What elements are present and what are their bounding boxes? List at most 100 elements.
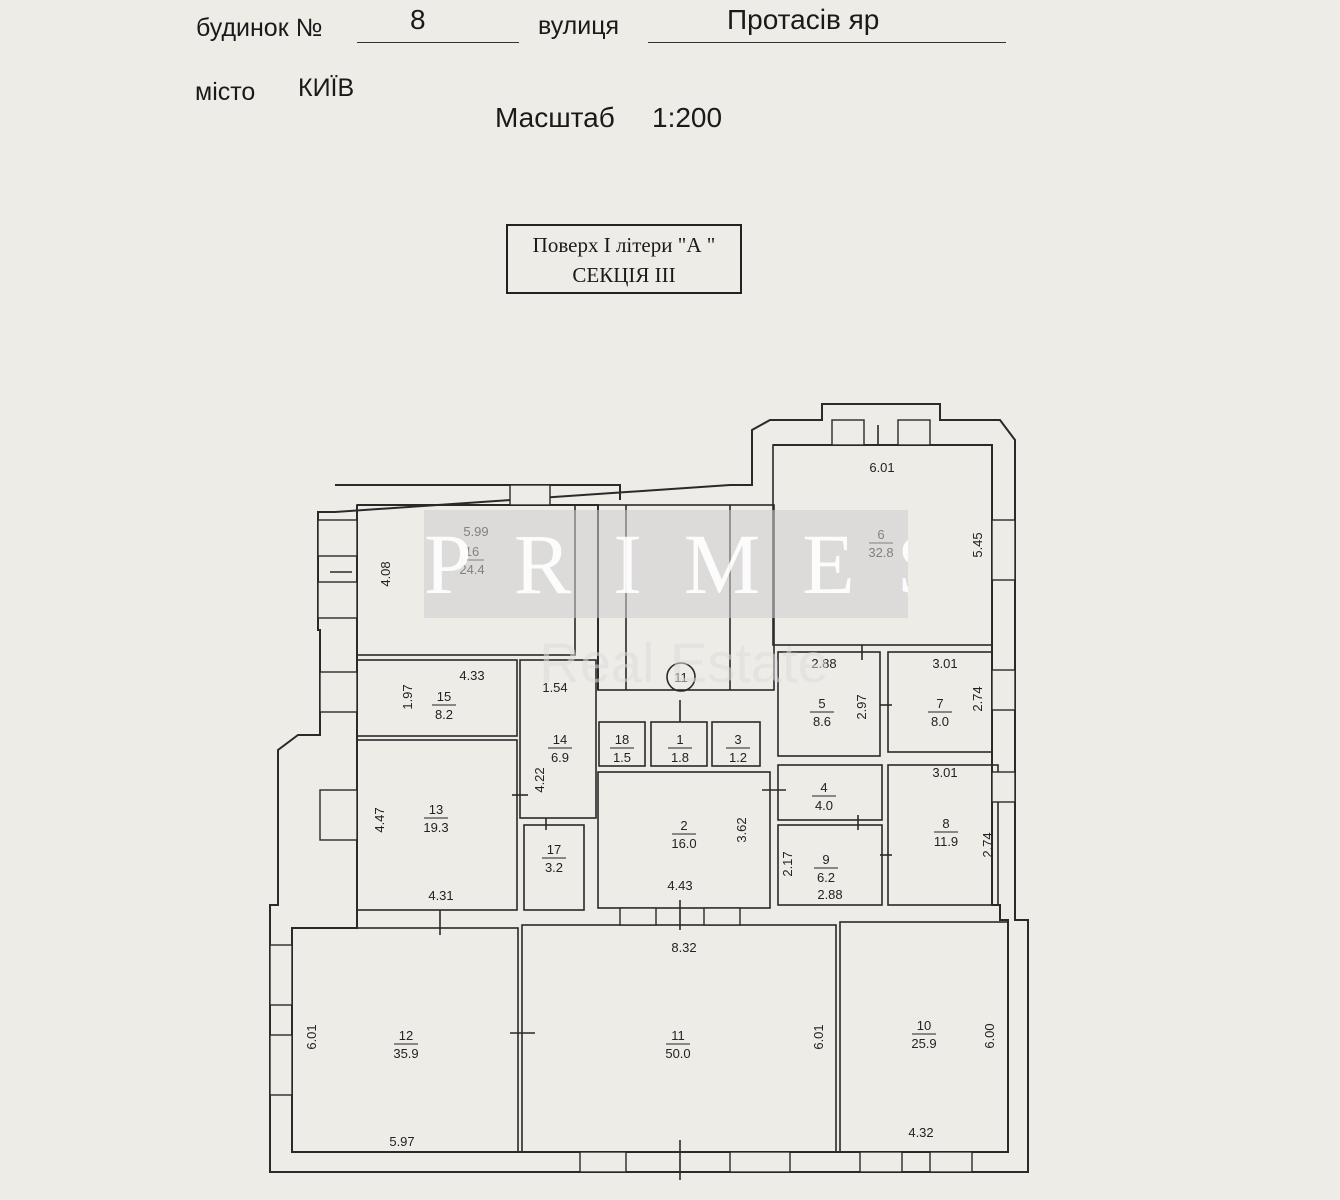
room-number: 2 (680, 818, 687, 833)
dimension-label: 2.88 (811, 656, 836, 671)
room-number: 1 (676, 732, 683, 747)
room-18-outline (598, 721, 646, 767)
dimension-label: 3.01 (932, 765, 957, 780)
window (729, 1151, 791, 1173)
dimension-label: 4.32 (908, 1125, 933, 1140)
room-1-outline (650, 721, 708, 767)
room-number: 10 (917, 1018, 931, 1033)
room-number: 18 (615, 732, 629, 747)
window (991, 669, 1016, 711)
dimension-label: 6.00 (982, 1023, 997, 1048)
room-area: 4.0 (815, 798, 833, 813)
room-label: 13 19.3 (423, 802, 448, 835)
window (317, 581, 358, 619)
window (509, 484, 551, 506)
room-label: 11.8 (668, 732, 692, 765)
room-label: 44.0 (812, 780, 836, 813)
room-label: 78.0 (928, 696, 952, 729)
window (619, 907, 657, 926)
room-area: 8.0 (931, 714, 949, 729)
dimension-label: 5.45 (970, 532, 985, 557)
street-name-underline (648, 42, 1006, 43)
window (859, 1151, 903, 1173)
room-label: 216.0 (671, 818, 696, 851)
window (991, 771, 1016, 803)
window (991, 519, 1016, 581)
floor-title-line2: СЕКЦІЯ III (572, 263, 676, 287)
room-11-outline (521, 924, 837, 1153)
room-area: 16.0 (671, 836, 696, 851)
floor-title-box: Поверх I літери "А " СЕКЦІЯ III (506, 224, 742, 294)
room-area: 8.2 (435, 707, 453, 722)
room-number: 7 (936, 696, 943, 711)
dimension-label: 4.43 (667, 878, 692, 893)
room-area: 1.8 (671, 750, 689, 765)
dimension-label: 2.74 (970, 686, 985, 711)
room-number: 13 (429, 802, 443, 817)
watermark-brand: PRIMES (424, 510, 908, 618)
dimension-label: 2.88 (817, 887, 842, 902)
house-number: 8 (410, 4, 426, 35)
house-number-underline (357, 42, 519, 43)
dimension-label: 6.01 (811, 1024, 826, 1049)
room-area: 50.0 (665, 1046, 690, 1061)
room-4-outline (777, 764, 883, 821)
dimension-label: 1.54 (542, 680, 567, 695)
dimension-label: 6.01 (304, 1024, 319, 1049)
dimension-label: 6.01 (869, 460, 894, 475)
dimension-label: 4.31 (428, 888, 453, 903)
window (703, 907, 741, 926)
room-area: 1.2 (729, 750, 747, 765)
dimension-label: 2.97 (854, 694, 869, 719)
dimension-label: 4.22 (532, 767, 547, 792)
window (897, 419, 931, 446)
window (579, 1151, 627, 1173)
room-label: 173.2 (542, 842, 566, 875)
room-14-outline (519, 659, 597, 819)
window (929, 1151, 973, 1173)
room-number: 12 (399, 1028, 413, 1043)
room-number: 17 (547, 842, 561, 857)
room-number: 9 (822, 852, 829, 867)
window (831, 419, 865, 446)
city-name: КИЇВ (298, 74, 355, 102)
dimension-label: 2.17 (780, 851, 795, 876)
dimension-label: 8.32 (671, 940, 696, 955)
dimension-label: 4.47 (372, 807, 387, 832)
room-17-outline (523, 824, 585, 911)
street-label: вулиця (538, 12, 620, 40)
room-area: 3.2 (545, 860, 563, 875)
room-area: 6.2 (817, 870, 835, 885)
stair-label: 11 (674, 670, 688, 685)
room-number: 8 (942, 816, 949, 831)
room-label: 158.2 (432, 689, 456, 722)
room-number: 3 (734, 732, 741, 747)
window (269, 944, 293, 1006)
dimension-label: 1.97 (400, 684, 415, 709)
room-number: 14 (553, 732, 567, 747)
room-label: 12 35.9 (393, 1028, 418, 1061)
room-area: 35.9 (393, 1046, 418, 1061)
room-area: 11.9 (934, 834, 958, 849)
outer-wall-outer (269, 403, 1029, 1173)
window (269, 1034, 293, 1096)
room-8-outline (887, 764, 999, 906)
city-label: місто (195, 78, 256, 106)
room-label: 58.6 (810, 696, 834, 729)
room-label: 811.9 (934, 816, 958, 849)
dimension-label: 3.62 (734, 817, 749, 842)
room-3-outline (711, 721, 761, 767)
room-area: 8.6 (813, 714, 831, 729)
dimension-label: 5.97 (389, 1134, 414, 1149)
room-5-outline (777, 651, 881, 757)
room-label: 146.9 (548, 732, 572, 765)
room-number: 5 (818, 696, 825, 711)
house-label: будинок № (196, 14, 323, 42)
room-area: 19.3 (423, 820, 448, 835)
room-9-outline (777, 824, 883, 906)
scale-value: 1:200 (652, 102, 723, 133)
room-area: 1.5 (613, 750, 631, 765)
scale-label: Масштаб (495, 102, 615, 133)
